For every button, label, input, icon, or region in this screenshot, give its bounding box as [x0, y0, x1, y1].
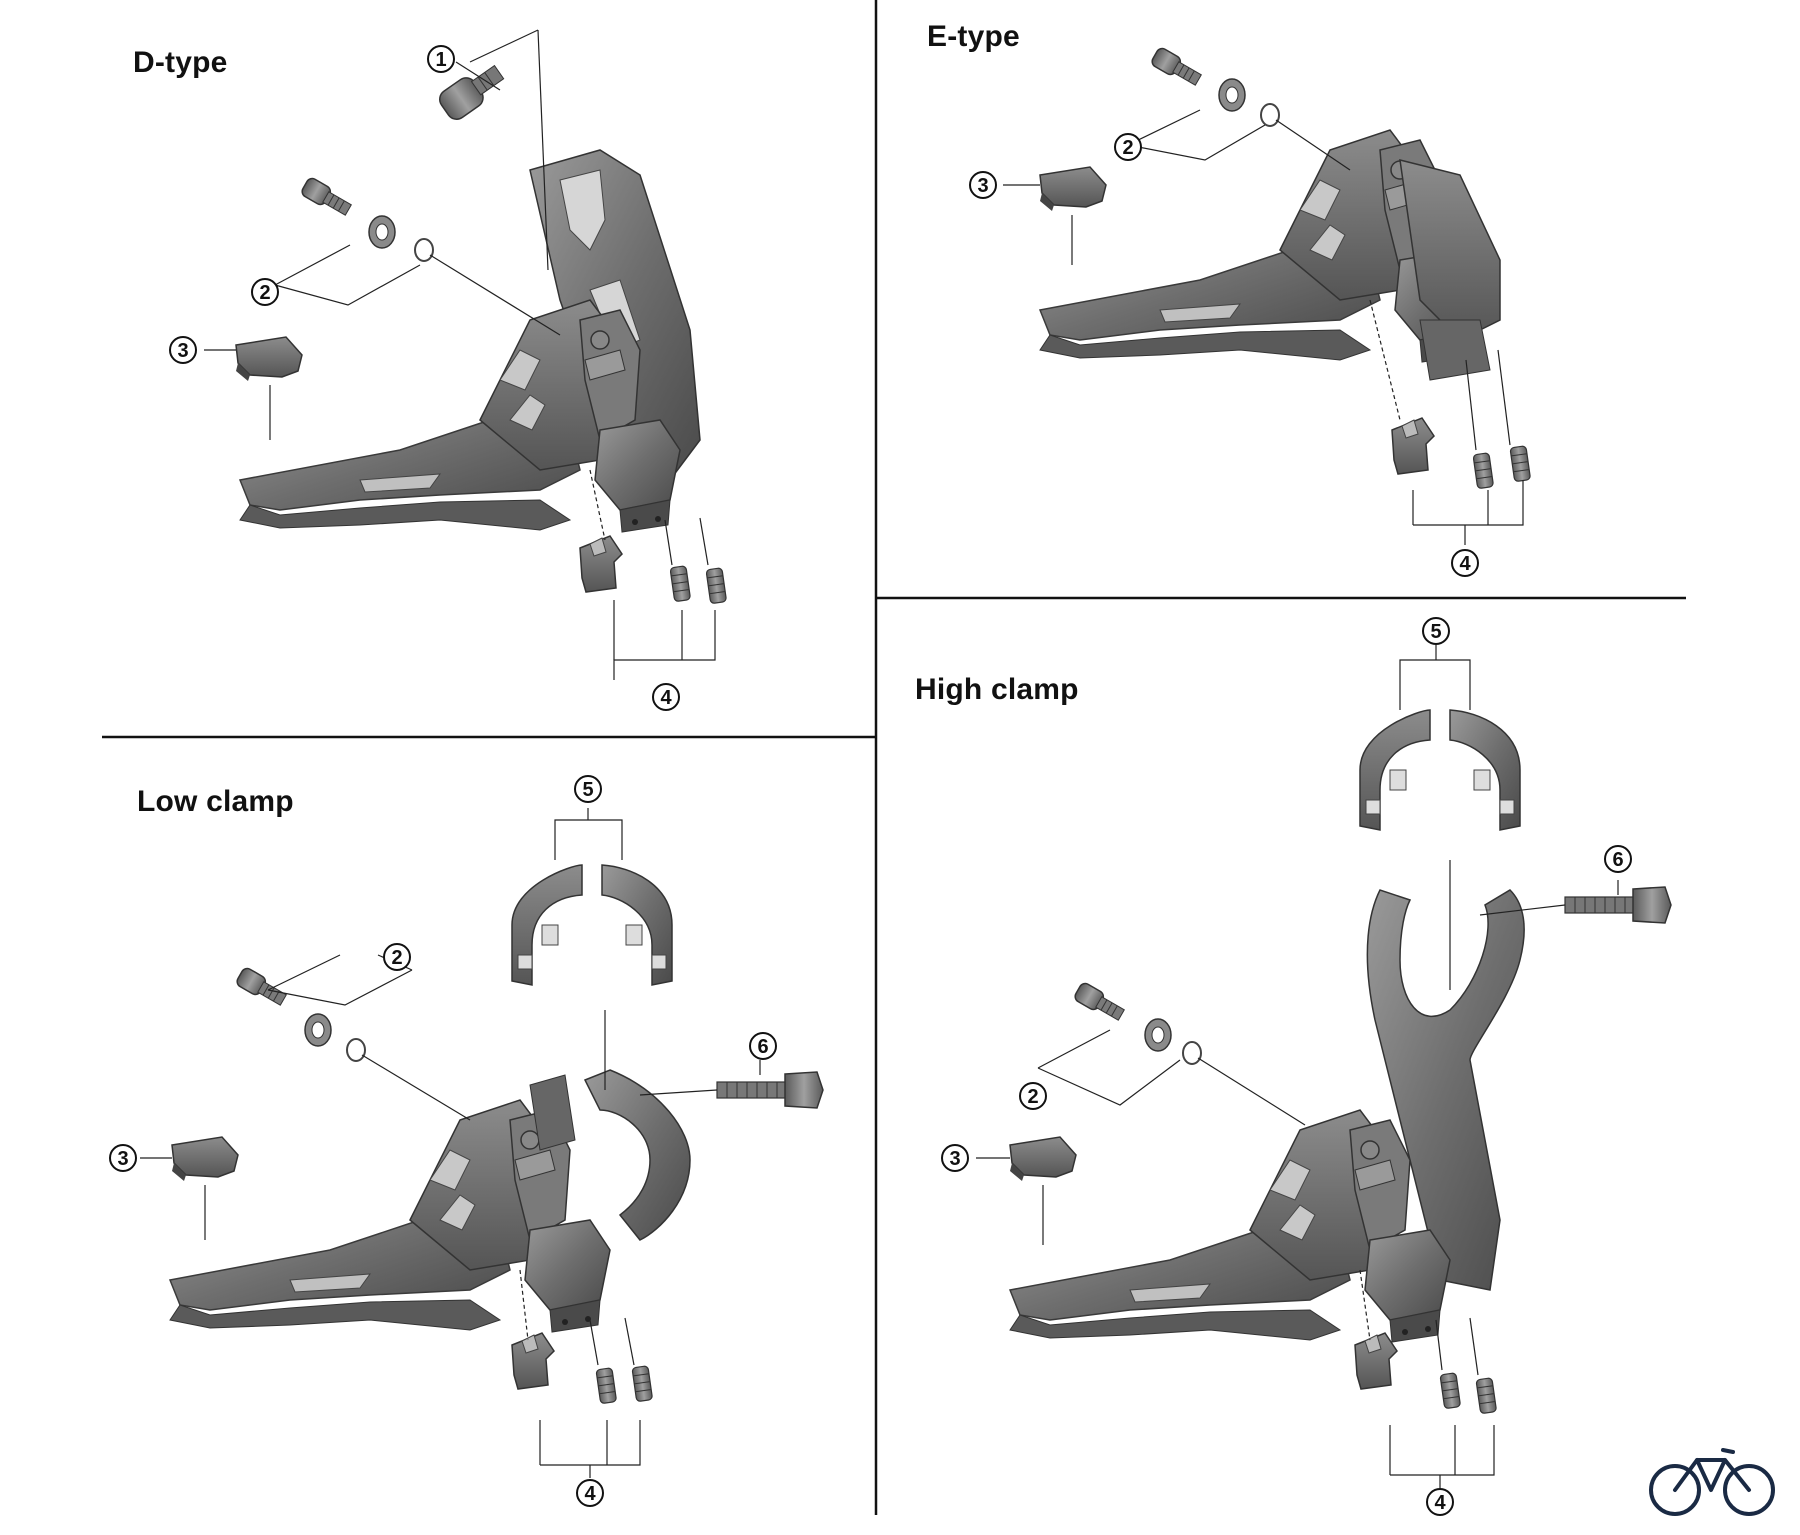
d-type-assembly	[235, 64, 728, 605]
callout-d-1: 1	[427, 45, 455, 73]
svg-text:1: 1	[435, 49, 446, 71]
callout-low-5: 5	[574, 775, 602, 803]
callout-e-3: 3	[969, 171, 997, 199]
callout-low-4: 4	[576, 1479, 604, 1507]
callout-d-4: 4	[652, 683, 680, 711]
e-type-leader-lines	[1003, 109, 1524, 545]
callout-e-4: 4	[1451, 549, 1479, 577]
high-clamp-assembly	[1009, 709, 1672, 1415]
d-type-leader-lines	[204, 29, 716, 680]
svg-text:5: 5	[582, 779, 593, 801]
svg-text:6: 6	[757, 1036, 768, 1058]
callout-high-5: 5	[1422, 617, 1450, 645]
svg-text:6: 6	[1612, 849, 1623, 871]
svg-text:3: 3	[977, 175, 988, 197]
svg-text:2: 2	[1027, 1086, 1038, 1108]
svg-text:4: 4	[584, 1483, 596, 1505]
callout-high-6: 6	[1604, 845, 1632, 873]
callout-low-2: 2	[383, 943, 411, 971]
callout-low-3: 3	[109, 1144, 137, 1172]
svg-text:2: 2	[259, 282, 270, 304]
callout-high-3: 3	[941, 1144, 969, 1172]
panel-title-low-clamp: Low clamp	[137, 785, 294, 818]
callout-d-2: 2	[251, 278, 279, 306]
svg-text:4: 4	[1459, 553, 1471, 575]
low-clamp-leader-lines	[140, 808, 761, 1478]
high-clamp-leader-lines	[976, 645, 1619, 1488]
panel-title-d-type: D-type	[133, 46, 228, 79]
callout-high-2: 2	[1019, 1082, 1047, 1110]
callout-d-3: 3	[169, 336, 197, 364]
svg-text:4: 4	[1434, 1492, 1446, 1514]
svg-text:3: 3	[949, 1148, 960, 1170]
svg-text:2: 2	[1122, 137, 1133, 159]
svg-text:3: 3	[177, 340, 188, 362]
callout-low-6: 6	[749, 1032, 777, 1060]
svg-text:2: 2	[391, 947, 402, 969]
callout-markers: 1 2 3 4 2 3 4 2 3 4 5 6 2 3 4 5 6	[109, 45, 1632, 1516]
e-type-assembly	[1039, 45, 1532, 490]
svg-text:5: 5	[1430, 621, 1441, 643]
svg-text:3: 3	[117, 1148, 128, 1170]
svg-text:4: 4	[660, 687, 672, 709]
panel-title-e-type: E-type	[927, 20, 1020, 53]
callout-e-2: 2	[1114, 133, 1142, 161]
low-clamp-assembly	[169, 864, 824, 1405]
bicycle-logo-icon	[1649, 1448, 1775, 1516]
callout-high-4: 4	[1426, 1488, 1454, 1516]
panel-title-high-clamp: High clamp	[915, 673, 1079, 706]
